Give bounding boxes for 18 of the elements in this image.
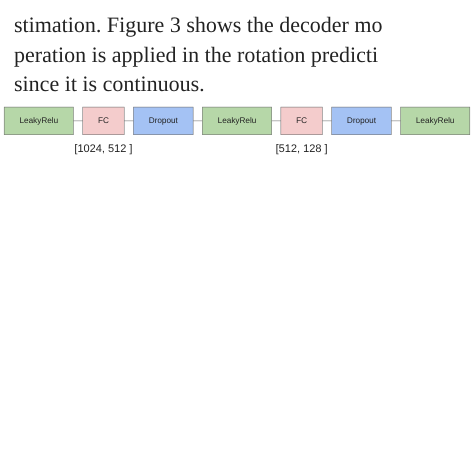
connector xyxy=(322,120,332,122)
connector xyxy=(73,120,83,122)
node-box: Dropout xyxy=(331,106,392,135)
node-box: FC xyxy=(82,106,124,135)
connector xyxy=(192,120,203,122)
paragraph-text: peration is applied in the rotation predicti xyxy=(14,40,380,69)
connector xyxy=(391,120,401,122)
connector xyxy=(271,120,282,122)
node-box: LeakyRelu xyxy=(4,106,74,135)
dimension-label: [512, 128 ] xyxy=(276,142,328,155)
node-box: Dropout xyxy=(133,106,194,135)
dimension-label: [1024, 512 ] xyxy=(74,142,132,155)
connector xyxy=(124,120,134,122)
paragraph-text: stimation. Figure 3 shows the decoder mo xyxy=(14,11,384,39)
node-box: LeakyRelu xyxy=(400,106,470,135)
paragraph-text: since it is continuous. xyxy=(14,70,206,98)
node-box: FC xyxy=(280,106,323,135)
node-box: LeakyRelu xyxy=(202,106,272,135)
